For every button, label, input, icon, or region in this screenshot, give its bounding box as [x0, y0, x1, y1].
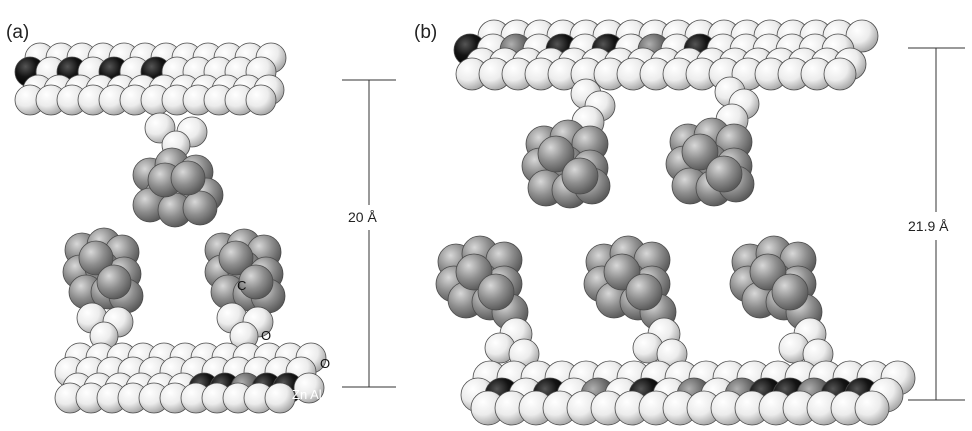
- oxygen-atom: [854, 390, 890, 426]
- oxygen-atom: [245, 84, 277, 116]
- panel-a-top-layer: [14, 42, 287, 116]
- carbon-atom: [771, 273, 809, 311]
- panel-b-top-layer: [453, 19, 879, 91]
- carbon-atom: [218, 240, 254, 276]
- carbon-atom: [477, 273, 515, 311]
- carbon-atom: [681, 133, 719, 171]
- carbon-atom: [182, 190, 218, 226]
- panel-a-bottom-layer: [54, 342, 327, 414]
- carbon-atom: [561, 157, 599, 195]
- panel-b-distance-label: 21.9 Å: [908, 218, 949, 234]
- panel-b-upper-anions: [521, 76, 760, 209]
- panel-b-bottom-layer: [460, 360, 916, 426]
- atom-label-o-layer: O: [320, 356, 330, 371]
- panel-a-dimension: [342, 79, 396, 388]
- carbon-atom: [78, 240, 114, 276]
- oxygen-atom: [823, 57, 857, 91]
- carbon-atom: [705, 155, 743, 193]
- carbon-atom: [170, 160, 206, 196]
- panel-a-upper-anion: [132, 112, 224, 228]
- oxygen-atom: [264, 382, 296, 414]
- atom-label-c: C: [237, 278, 246, 293]
- panel-b: 21.9 Å: [435, 19, 965, 426]
- panel-a-lower-anion-left: [62, 227, 144, 351]
- panel-label-a: (a): [6, 22, 29, 43]
- panel-b-dimension: [908, 47, 965, 401]
- atom-label-o-anion: O: [261, 328, 271, 343]
- oxygen-atom: [293, 372, 325, 404]
- panel-a-lower-anion-right: [204, 228, 286, 351]
- carbon-atom: [537, 135, 575, 173]
- atom-label-zn-al: Zn Al: [292, 387, 322, 402]
- carbon-atom: [238, 264, 274, 300]
- carbon-atom: [96, 264, 132, 300]
- carbon-atom: [625, 273, 663, 311]
- panel-a-distance-label: 20 Å: [348, 209, 377, 225]
- panel-a: 20 Å C O O Zn Al: [14, 42, 396, 414]
- panel-b-lower-anions: [435, 235, 834, 370]
- panel-label-b: (b): [414, 22, 437, 43]
